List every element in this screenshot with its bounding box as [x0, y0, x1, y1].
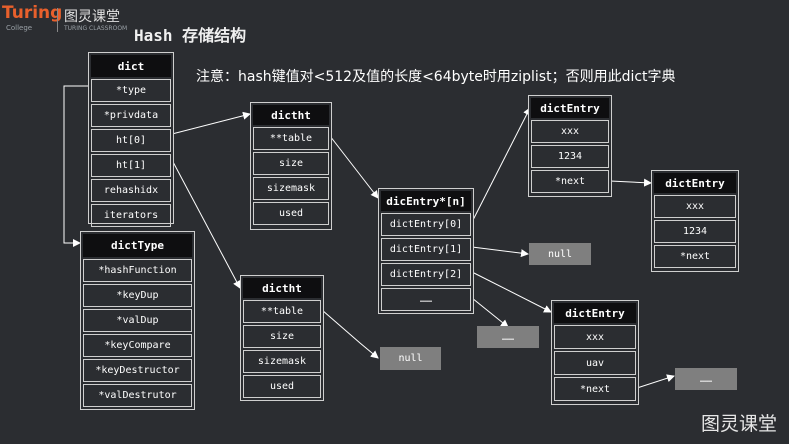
dictentry-c-struct: dictEntry xxx uav *next [551, 300, 639, 405]
note-text: 注意：hash键值对<512及值的长度<64byte时用ziplist；否则用此… [196, 69, 676, 85]
dictht-0-field-sizemask: sizemask [253, 177, 329, 200]
arrow-table-to-entries [329, 135, 379, 199]
brand-logo: Turing [2, 3, 63, 23]
dicttype-field-keydestructor: *keyDestructor [83, 359, 192, 382]
dict-field-iterators: iterators [91, 204, 171, 227]
entry-table-slot-2: dictEntry[2] [381, 263, 471, 286]
arrow-entryC-next-to-more [636, 374, 675, 389]
dictentry-b-next: *next [654, 245, 736, 268]
dictentry-a-header: dictEntry [531, 98, 609, 118]
dicttype-field-valdestrutor: *valDestrutor [83, 384, 192, 407]
dictentry-b-struct: dictEntry xxx 1234 *next [651, 170, 739, 272]
dictht-0-field-size: size [253, 152, 329, 175]
arrow-entryA-next-to-entryB [609, 178, 652, 187]
dict-field-privdata: *privdata [91, 104, 171, 127]
dictht-0-field-table: **table [253, 127, 329, 150]
entry-table-slot-1: dictEntry[1] [381, 238, 471, 261]
dictentry-a-key: xxx [531, 120, 609, 143]
dicttype-field-keydup: *keyDup [83, 284, 192, 307]
dictentry-a-next: *next [531, 170, 609, 193]
dictentry-a-struct: dictEntry xxx 1234 *next [528, 95, 612, 197]
dict-header: dict [91, 55, 171, 77]
null-box-ht1: null [380, 347, 441, 370]
dict-field-type: *type [91, 79, 171, 102]
arrow-entry2-to-entryC [471, 271, 552, 313]
null-box-entry1: null [529, 243, 591, 265]
arrow-type-to-dicttype [63, 85, 88, 247]
dictht-1-field-size: size [243, 325, 321, 348]
arrow-entry3-to-more [471, 297, 509, 328]
dictht-1-header: dictht [243, 278, 321, 298]
dictentry-c-value: uav [554, 351, 636, 375]
dictentry-b-value: 1234 [654, 220, 736, 243]
arrow-ht1-to-dictht1 [171, 159, 241, 289]
dictht-0-field-used: used [253, 202, 329, 225]
dictht-0-struct: dictht **table size sizemask used [250, 102, 332, 230]
more-box-entry3: …… [477, 326, 539, 348]
entry-table-slot-more: …… [381, 288, 471, 311]
dictentry-a-value: 1234 [531, 145, 609, 168]
dictht-1-field-sizemask: sizemask [243, 350, 321, 373]
arrow-entry1-to-null [471, 246, 529, 258]
dicttype-field-hashfunction: *hashFunction [83, 259, 192, 282]
arrow-entry0-to-entryA [471, 107, 531, 223]
dictentry-b-key: xxx [654, 195, 736, 218]
dict-struct: dict *type *privdata ht[0] ht[1] rehashi… [88, 52, 174, 227]
logo-divider [57, 8, 58, 32]
more-box-entryc-next: …… [675, 368, 737, 390]
dictht-0-header: dictht [253, 105, 329, 125]
entry-table-struct: dicEntry*[n] dictEntry[0] dictEntry[1] d… [378, 188, 474, 314]
dictentry-c-key: xxx [554, 325, 636, 349]
dictht-1-field-table: **table [243, 300, 321, 323]
dict-field-ht1: ht[1] [91, 154, 171, 177]
entry-table-header: dicEntry*[n] [381, 191, 471, 211]
entry-table-slot-0: dictEntry[0] [381, 213, 471, 236]
dicttype-field-keycompare: *keyCompare [83, 334, 192, 357]
dictht-1-struct: dictht **table size sizemask used [240, 275, 324, 401]
dict-field-rehashidx: rehashidx [91, 179, 171, 202]
arrow-ht0-to-dictht0 [171, 111, 251, 135]
brand-cn-name: 图灵课堂 [64, 9, 120, 25]
brand-cn-subtitle: TURING CLASSROOM [64, 25, 128, 32]
dict-field-ht0: ht[0] [91, 129, 171, 152]
dicttype-field-valdup: *valDup [83, 309, 192, 332]
watermark: 图灵课堂 [700, 413, 777, 435]
page-title: Hash 存储结构 [134, 26, 247, 45]
brand-subtitle: College [6, 24, 33, 32]
dictentry-b-header: dictEntry [654, 173, 736, 193]
dictentry-c-next: *next [554, 377, 636, 401]
dictentry-c-header: dictEntry [554, 303, 636, 323]
arrow-table1-to-null [321, 309, 379, 359]
dicttype-header: dictType [83, 234, 192, 257]
dicttype-struct: dictType *hashFunction *keyDup *valDup *… [80, 231, 195, 410]
dictht-1-field-used: used [243, 375, 321, 398]
